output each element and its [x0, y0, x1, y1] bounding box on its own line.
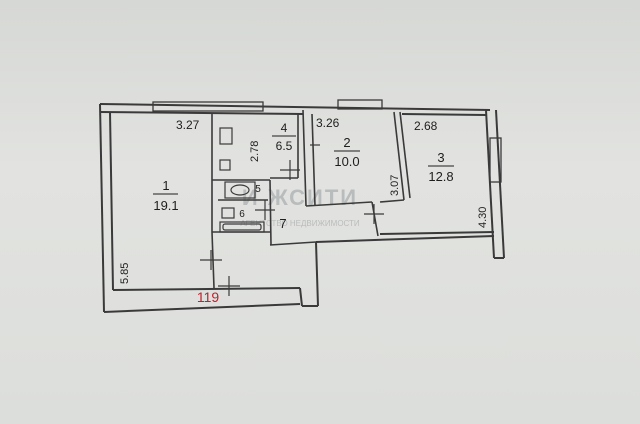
walls: [99, 99, 505, 313]
watermark-brand: И ЖСИТИ: [242, 185, 358, 210]
bathtub-icon: [219, 221, 265, 233]
fixtures: [219, 127, 265, 233]
window-top-left: [152, 101, 264, 112]
sink-icon: [219, 127, 233, 145]
dim-top-room1: 3.27: [176, 118, 200, 132]
room-4-number: 4: [281, 121, 288, 135]
room-3-area: 12.8: [428, 169, 453, 184]
dim-side-room1: 5.85: [119, 263, 131, 284]
room-2-number: 2: [343, 135, 350, 150]
total-label: 119: [197, 289, 220, 305]
sink-icon-bath: [221, 207, 235, 219]
dim-top-room3: 2.68: [414, 119, 438, 133]
watermark: И ЖСИТИ АГЕНТСТВО НЕДВИЖИМОСТИ: [240, 185, 360, 228]
room-1-area: 19.1: [153, 198, 178, 213]
dim-top-room2: 3.26: [316, 116, 340, 130]
room-6-number: 6: [239, 209, 245, 220]
room-4-area: 6.5: [276, 139, 293, 153]
dim-side-room3: 4.30: [477, 207, 489, 228]
toilet-icon: [224, 181, 256, 199]
room-1-number: 1: [162, 178, 169, 193]
door-marks: [200, 144, 384, 296]
room-labels: 1 19.1 2 10.0 3 12.8 4 6.5 5 6 7: [153, 121, 454, 231]
room-3-number: 3: [437, 150, 444, 165]
dim-room4: 2.78: [249, 141, 261, 162]
room-5-number: 5: [255, 184, 261, 195]
dimension-labels: 3.27 2.78 3.26 3.07 2.68 4.30 5.85: [119, 116, 489, 284]
window-right: [489, 137, 502, 183]
room-2-area: 10.0: [334, 154, 359, 169]
watermark-tagline: АГЕНТСТВО НЕДВИЖИМОСТИ: [240, 219, 360, 228]
room-7-number: 7: [279, 216, 286, 231]
cabinet-icon: [219, 159, 231, 171]
window-top-middle: [337, 99, 383, 110]
dim-side-room2: 3.07: [389, 175, 401, 196]
